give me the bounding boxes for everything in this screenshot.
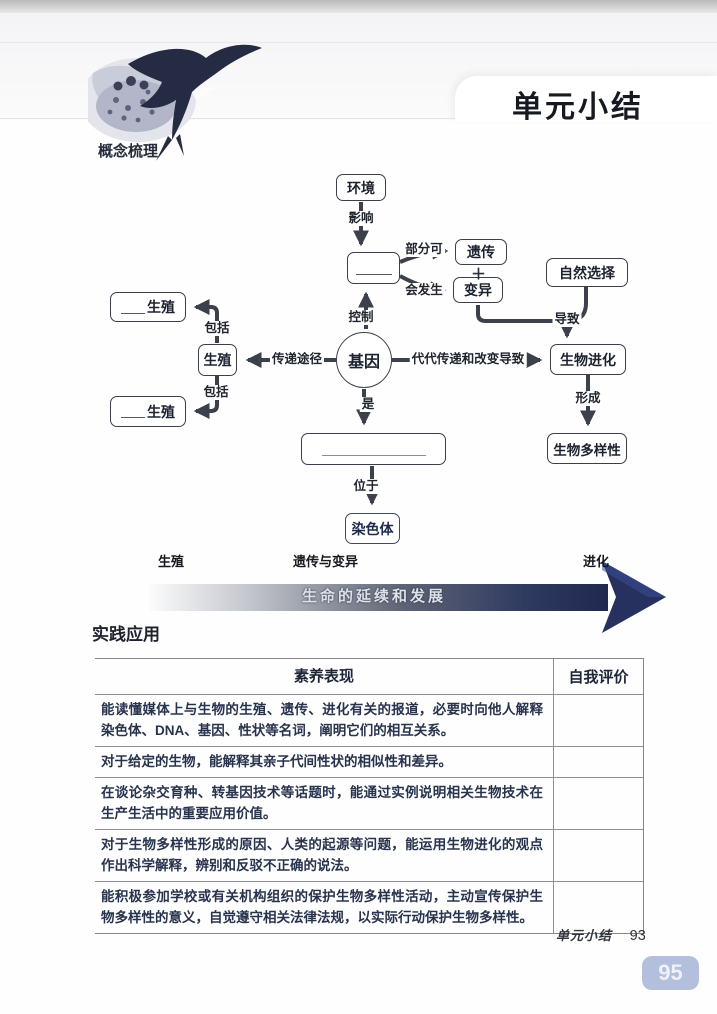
axis-label-heredity-variation: 遗传与变异 [293,554,359,569]
running-footer: 单元小结 93 [556,925,646,944]
column-header-self-eval: 自我评价 [553,659,643,694]
axis-label-reproduction: 生殖 [158,554,185,569]
node-natural-selection: 自然选择 [546,258,628,287]
table-row: 能积极参加学校或有关机构组织的保护生物多样性活动，主动宣传保护生物多样性的意义，… [95,882,643,933]
swallow-nest-illustration-icon [88,44,262,161]
competency-text: 能读懂媒体上与生物的生殖、遗传、进化有关的报道，必要时向他人解释染色体、DNA、… [101,702,543,738]
node-evolution: 生物进化 [550,344,626,375]
node-organism-blank[interactable] [347,252,400,284]
page-title: 单元小结 [512,91,644,124]
competency-text: 对于给定的生物，能解释其亲子代间性状的相似性和差异。 [101,754,452,769]
edge-label-include-bottom: 包括 [201,385,231,400]
node-reproduction-type-bottom[interactable]: 生殖 [110,396,186,427]
competency-text: 在谈论杂交育种、转基因技术等话题时，能通过实例说明相关生物技术在生产生活中的重要… [101,785,543,821]
self-eval-cell[interactable] [553,830,643,881]
node-chromosome: 染色体 [345,513,400,544]
fill-in-blank[interactable] [321,443,426,456]
edge-label-generational-change: 代代传递和改变导致 [409,352,527,367]
unit-summary-tab [455,76,717,122]
node-gene: 基因 [336,332,392,388]
node-variation: 变异 [453,277,503,303]
fill-in-blank[interactable] [121,301,145,314]
self-eval-cell[interactable] [553,778,643,829]
table-row: 对于给定的生物，能解释其亲子代间性状的相似性和差异。 [95,747,643,778]
node-biodiversity: 生物多样性 [547,433,627,464]
header-divider-bottom [0,118,460,119]
competency-text: 能积极参加学校或有关机构组织的保护生物多样性活动，主动宣传保护生物多样性的意义，… [101,889,543,925]
plus-sign: ＋ [471,266,487,283]
table-row: 在谈论杂交育种、转基因技术等话题时，能通过实例说明相关生物技术在生产生活中的重要… [95,778,643,830]
edge-label-transmission-path: 传递途径 [269,352,325,367]
edge-label-located-at: 位于 [351,479,381,494]
node-reproduction: 生殖 [198,344,237,376]
axis-label-evolution: 进化 [583,554,610,569]
self-eval-cell[interactable] [553,695,643,746]
node-environment: 环境 [336,174,386,201]
corner-page-number-badge: 95 [642,956,699,990]
table-row: 对于生物多样性形成的原因、人类的起源等问题，能运用生物进化的观点作出科学解释，辨… [95,830,643,882]
table-row: 能读懂媒体上与生物的生殖、遗传、进化有关的报道，必要时向他人解释染色体、DNA、… [95,695,643,747]
node-dna-blank[interactable] [301,433,446,465]
header-divider [0,42,717,43]
table-header-row: 素养表现 自我评价 [95,659,643,695]
edge-label-lead-to: 导致 [552,312,582,327]
self-eval-cell[interactable] [553,882,643,933]
column-header-competency: 素养表现 [293,668,354,685]
edge-label-form: 形成 [573,391,603,406]
fill-in-blank[interactable] [121,405,145,418]
scan-artifact-strip [0,0,717,13]
node-reproduction-type-top[interactable]: 生殖 [110,292,186,322]
footer-section-label: 单元小结 [556,928,613,943]
edge-label-is: 是 [359,397,377,412]
self-eval-cell[interactable] [553,747,643,777]
self-evaluation-table: 素养表现 自我评价 能读懂媒体上与生物的生殖、遗传、进化有关的报道，必要时向他人… [95,658,644,934]
footer-page-number: 93 [629,928,646,944]
life-arrow-head [602,561,666,633]
fill-in-blank[interactable] [355,262,392,275]
competency-text: 对于生物多样性形成的原因、人类的起源等问题，能运用生物进化的观点作出科学解释，辨… [101,837,543,873]
section-heading-practice: 实践应用 [92,625,160,644]
edge-label-partly-can: 部分可 [403,242,445,257]
node-heredity: 遗传 [455,239,507,265]
edge-label-control: 控制 [346,310,376,325]
edge-label-influence: 影响 [346,211,376,226]
section-heading-concept: 概念梳理 [98,143,159,160]
edge-label-include-top: 包括 [202,321,232,336]
life-continuation-banner-text: 生命的延续和发展 [302,588,447,605]
edge-label-will-occur: 会发生 [403,283,445,298]
